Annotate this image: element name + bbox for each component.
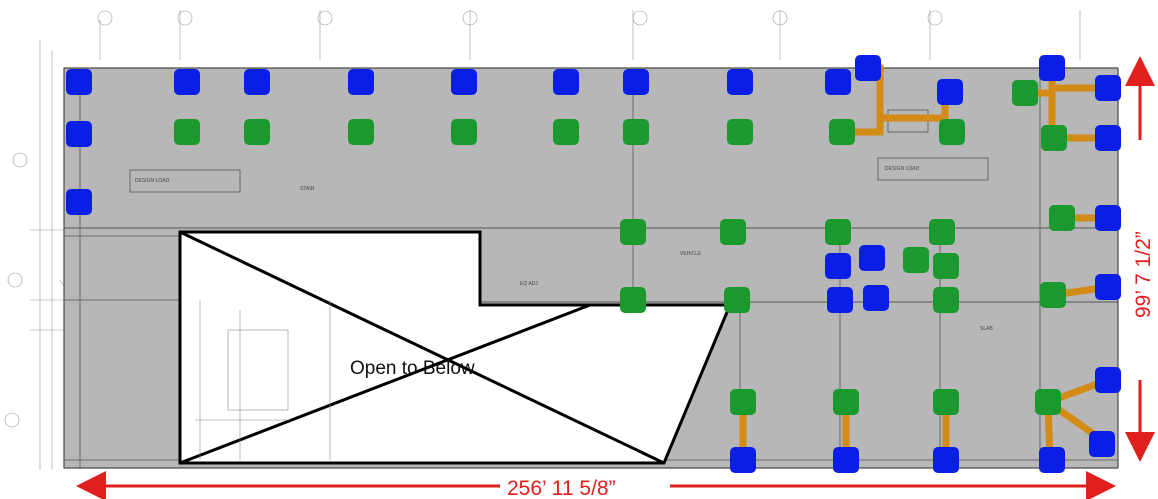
green-marker (1040, 282, 1066, 308)
height-dimension-label: 99’ 7 1/2” (1132, 231, 1155, 318)
green-marker (929, 219, 955, 245)
green-marker (1041, 125, 1067, 151)
green-marker (833, 389, 859, 415)
drawing-annotations: DESIGN LOAD DESIGN LOAD STAIR VEHICLE SL… (135, 166, 993, 332)
blue-marker (553, 69, 579, 95)
blue-marker (66, 69, 92, 95)
green-marker (620, 219, 646, 245)
green-marker (620, 287, 646, 313)
green-marker (1049, 205, 1075, 231)
green-marker (451, 119, 477, 145)
blue-marker (1039, 447, 1065, 473)
open-to-below-label: Open to Below (350, 358, 475, 379)
blue-marker (66, 189, 92, 215)
svg-text:DESIGN LOAD: DESIGN LOAD (885, 166, 920, 172)
green-marker (174, 119, 200, 145)
blue-marker (825, 253, 851, 279)
blue-marker (1095, 274, 1121, 300)
green-marker (829, 119, 855, 145)
blue-marker (174, 69, 200, 95)
green-marker (553, 119, 579, 145)
blue-marker (623, 69, 649, 95)
blue-marker (244, 69, 270, 95)
green-marker (825, 219, 851, 245)
blue-marker (66, 121, 92, 147)
green-marker (727, 119, 753, 145)
green-marker (348, 119, 374, 145)
height-dimension: 99’ 7 1/2” (1125, 56, 1155, 462)
blue-marker (1095, 125, 1121, 151)
svg-text:VEHICLE: VEHICLE (680, 251, 702, 257)
blue-marker (863, 285, 889, 311)
blue-marker (825, 69, 851, 95)
blue-marker (1095, 75, 1121, 101)
green-marker (933, 389, 959, 415)
blue-marker (1039, 55, 1065, 81)
svg-text:SLAB: SLAB (980, 326, 993, 332)
width-dimension-label: 256’ 11 5/8” (507, 477, 616, 499)
green-marker (244, 119, 270, 145)
blue-marker (451, 69, 477, 95)
green-marker (1035, 389, 1061, 415)
green-marker (903, 247, 929, 273)
blue-marker (348, 69, 374, 95)
blue-marker (833, 447, 859, 473)
blue-markers (66, 55, 1121, 473)
blue-marker (730, 447, 756, 473)
green-marker (623, 119, 649, 145)
blue-marker (1095, 367, 1121, 393)
blue-marker (937, 79, 963, 105)
green-marker (724, 287, 750, 313)
blue-marker (859, 245, 885, 271)
green-marker (933, 253, 959, 279)
svg-text:STAIR: STAIR (300, 186, 315, 192)
blue-marker (1089, 431, 1115, 457)
blue-marker (855, 55, 881, 81)
green-marker (939, 119, 965, 145)
blue-marker (933, 447, 959, 473)
blue-marker (827, 287, 853, 313)
blue-marker (727, 69, 753, 95)
green-marker (720, 219, 746, 245)
green-marker (730, 389, 756, 415)
svg-text:DESIGN LOAD: DESIGN LOAD (135, 178, 170, 184)
green-marker (933, 287, 959, 313)
green-marker (1012, 80, 1038, 106)
green-markers (174, 80, 1075, 415)
blue-marker (1095, 205, 1121, 231)
width-dimension: 256’ 11 5/8” (76, 471, 1116, 499)
svg-text:EQ ADJ: EQ ADJ (520, 281, 538, 287)
